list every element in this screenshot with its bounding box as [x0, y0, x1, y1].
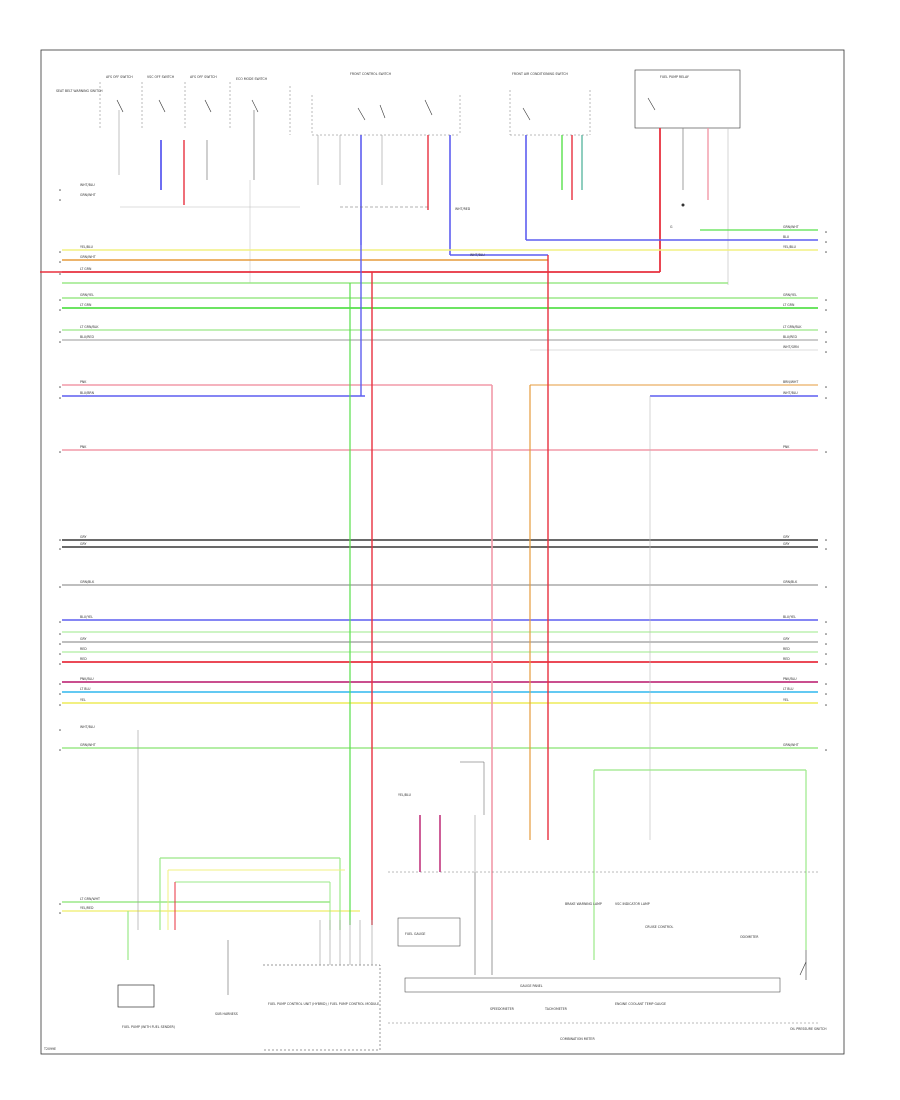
right-label-21: GRN/WHT	[783, 743, 799, 747]
left-label-9: PNK	[80, 445, 87, 449]
left-label-10: GRY	[80, 535, 86, 539]
fuel-pump-relay-label: FUEL PUMP RELAY	[660, 75, 689, 79]
bus-lines	[62, 249, 818, 912]
right-label-4: LT GRN	[783, 303, 795, 307]
left-label-15: RED	[80, 647, 87, 651]
left-label-lt-grn-wht: LT GRN/WHT	[80, 897, 100, 901]
oil-pressure-switch: OIL PRESSURE SWITCH	[790, 950, 827, 1031]
footer-code: T2099E	[43, 1047, 56, 1051]
seat-belt-switch-label: SEAT BELT WARNING SWITCH	[56, 89, 103, 93]
left-label-16: RED	[80, 657, 87, 661]
vertical-drops	[127, 245, 807, 995]
left-label-0: YEL/BLU	[80, 245, 94, 249]
right-label-6: BLU/RED	[783, 335, 797, 339]
right-label-20: YEL	[783, 698, 789, 702]
meter-item-0: FUEL GAUGE	[405, 932, 425, 936]
sub-harness-label: SUB HARNESS	[215, 1012, 238, 1016]
right-label-15: GRY	[783, 637, 789, 641]
fuel-pump-relay: FUEL PUMP RELAY G	[634, 69, 741, 285]
top-switch-group: SEAT BELT WARNING SWITCH AFS OFF SWITCH …	[56, 75, 291, 205]
right-label-8: BRN/WHT	[783, 380, 798, 384]
eco-mode-switch-label: ECO MODE SWITCH	[236, 77, 268, 81]
meter-sub-1: TACHOMETER	[544, 1007, 568, 1011]
top-meter-label: YEL/BLU	[398, 793, 412, 797]
mid-label-white-red: WHT/RED	[455, 207, 471, 211]
left-label-17: PNK/BLU	[80, 677, 94, 681]
left-label-wht-blu-2: WHT/BLU	[80, 725, 95, 729]
left-label-wht-red: WHT/BLU	[80, 183, 95, 187]
right-label-7: WHT/GRN	[783, 345, 799, 349]
meter-sub-0: SPEEDOMETER	[490, 1007, 515, 1011]
right-label-0: GRN/WHT	[783, 225, 799, 229]
fuel-pump-label: FUEL PUMP (WITH FUEL SENDER)	[122, 1025, 175, 1029]
right-label-13: GRN/BLK	[783, 580, 798, 584]
front-control-switch-label: FRONT CONTROL SWITCH	[350, 72, 392, 76]
front-air-conditioning-switch: FRONT AIR CONDITIONING SWITCH	[509, 72, 591, 240]
right-wire-labels: GRN/WHT BLU YEL/BLU GRN/YEL LT GRN LT GR…	[783, 225, 802, 747]
left-label-13: BLU/YEL	[80, 615, 93, 619]
right-label-5: LT GRN/BLK	[783, 325, 802, 329]
left-label-6: BLU/RED	[80, 335, 94, 339]
meter-sub-2: ENGINE COOLANT TEMP GAUGE	[615, 1002, 666, 1006]
right-label-19: LT BLU	[783, 687, 794, 691]
right-label-12: GRY	[783, 542, 789, 546]
afs-off-switch-label-2: AFS OFF SWITCH	[190, 75, 217, 79]
ecu-label: FUEL PUMP CONTROL UNIT (HYBRID) / FUEL P…	[268, 1002, 379, 1006]
right-pin-markers	[825, 231, 827, 751]
right-label-2: YEL/BLU	[783, 245, 797, 249]
sub-harness: SUB HARNESS	[215, 1012, 238, 1016]
left-label-1: GRN/WHT	[80, 255, 96, 259]
left-label-2: LT GRN	[80, 267, 92, 271]
left-wire-labels: WHT/BLU GRN/WHT YEL/BLU GRN/WHT LT GRN G…	[80, 183, 100, 910]
left-label-14: GRY	[80, 637, 86, 641]
right-label-17: RED	[783, 657, 790, 661]
meter-item-3: CRUISE CONTROL	[645, 925, 674, 929]
left-label-3: GRN/YEL	[80, 293, 94, 297]
gauge-panel-label: GAUGE PANEL	[520, 984, 543, 988]
left-label-19: YEL	[80, 698, 86, 702]
left-label-grn-wht-2: GRN/WHT	[80, 743, 96, 747]
left-label-11: GRY	[80, 542, 86, 546]
right-label-1: BLU	[783, 235, 790, 239]
vsc-off-switch-label: VSC OFF SWITCH	[147, 75, 175, 79]
left-label-yel-red: YEL/RED	[80, 906, 94, 910]
meter-sub-3: ODOMETER	[740, 935, 759, 939]
ac-switch-label: FRONT AIR CONDITIONING SWITCH	[512, 72, 568, 76]
afs-off-switch-label-1: AFS OFF SWITCH	[106, 75, 133, 79]
fuel-pump-component: FUEL PUMP (WITH FUEL SENDER)	[117, 984, 175, 1029]
left-label-7: PNK	[80, 380, 87, 384]
right-label-10: PNK	[783, 445, 790, 449]
left-label-grn-wht: GRN/WHT	[80, 193, 96, 197]
right-label-14: BLU/YEL	[783, 615, 796, 619]
right-label-18: PNK/BLU	[783, 677, 797, 681]
right-label-16: RED	[783, 647, 790, 651]
diagram-frame	[40, 49, 845, 1055]
right-label-9: WHT/BLU	[783, 391, 798, 395]
left-label-12: GRN/BLK	[80, 580, 95, 584]
oil-pressure-label: OIL PRESSURE SWITCH	[790, 1027, 827, 1031]
left-label-18: LT BLU	[80, 687, 91, 691]
right-label-3: GRN/YEL	[783, 293, 797, 297]
left-label-8: BLU/BRN	[80, 391, 95, 395]
mid-label-white-blue: WHT/BLU	[470, 253, 485, 257]
right-label-11: GRY	[783, 535, 789, 539]
combination-meter-label: COMBINATION METER	[560, 1037, 595, 1041]
meter-item-2: VSC INDICATOR LAMP	[615, 902, 650, 906]
ground-label: G	[670, 225, 673, 229]
combination-meter: GAUGE PANEL COMBINATION METER FUEL GAUGE…	[388, 761, 820, 1041]
meter-item-1: BRAKE WARNING LAMP	[565, 902, 602, 906]
left-label-4: LT GRN	[80, 303, 92, 307]
fuel-pump-control-unit: FUEL PUMP CONTROL UNIT (HYBRID) / FUEL P…	[263, 920, 381, 1051]
left-label-5: LT GRN/BLK	[80, 325, 99, 329]
front-control-switch: FRONT CONTROL SWITCH	[311, 72, 461, 255]
left-pin-markers	[59, 189, 61, 914]
